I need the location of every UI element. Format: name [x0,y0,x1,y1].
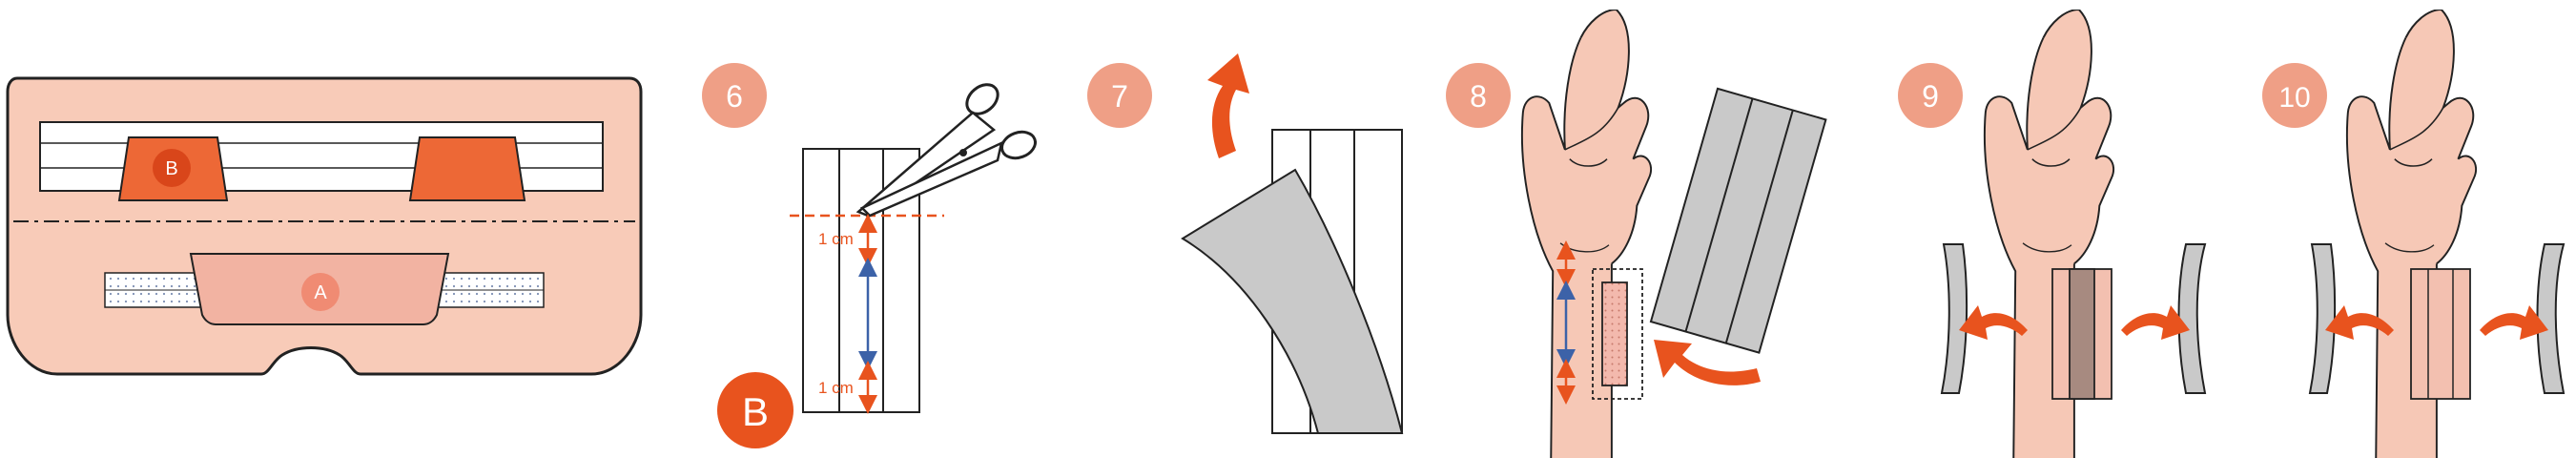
case-label-b: B [165,158,177,179]
step-8-number: 8 [1470,79,1487,114]
step-8: 8 [1446,10,1827,458]
packaging-case: B A [6,76,643,376]
step-6: 6 1 cm 1 cm B [702,63,1037,448]
step-9: 9 [1898,10,2207,458]
measure-top-label: 1 cm [818,230,854,248]
marker-b: B [742,389,769,434]
apply-arrow-icon [1654,340,1761,385]
peel-left-arrow-icon [1959,305,2028,340]
step-7: 7 [1087,53,1404,434]
step-10-number: 10 [2278,82,2310,114]
step-6-number: 6 [726,79,743,114]
peel-right-arrow-icon [2121,305,2190,340]
case-label-a: A [314,282,327,303]
measure-bottom-label: 1 cm [818,379,854,397]
step-9-number: 9 [1922,79,1939,114]
scissors-icon [855,83,1037,218]
step-7-number: 7 [1111,79,1128,114]
step-10: 10 [2262,10,2566,458]
curved-arrow-icon [1207,53,1249,158]
remove-right-arrow-icon [2480,305,2548,340]
remove-left-arrow-icon [2325,305,2394,340]
